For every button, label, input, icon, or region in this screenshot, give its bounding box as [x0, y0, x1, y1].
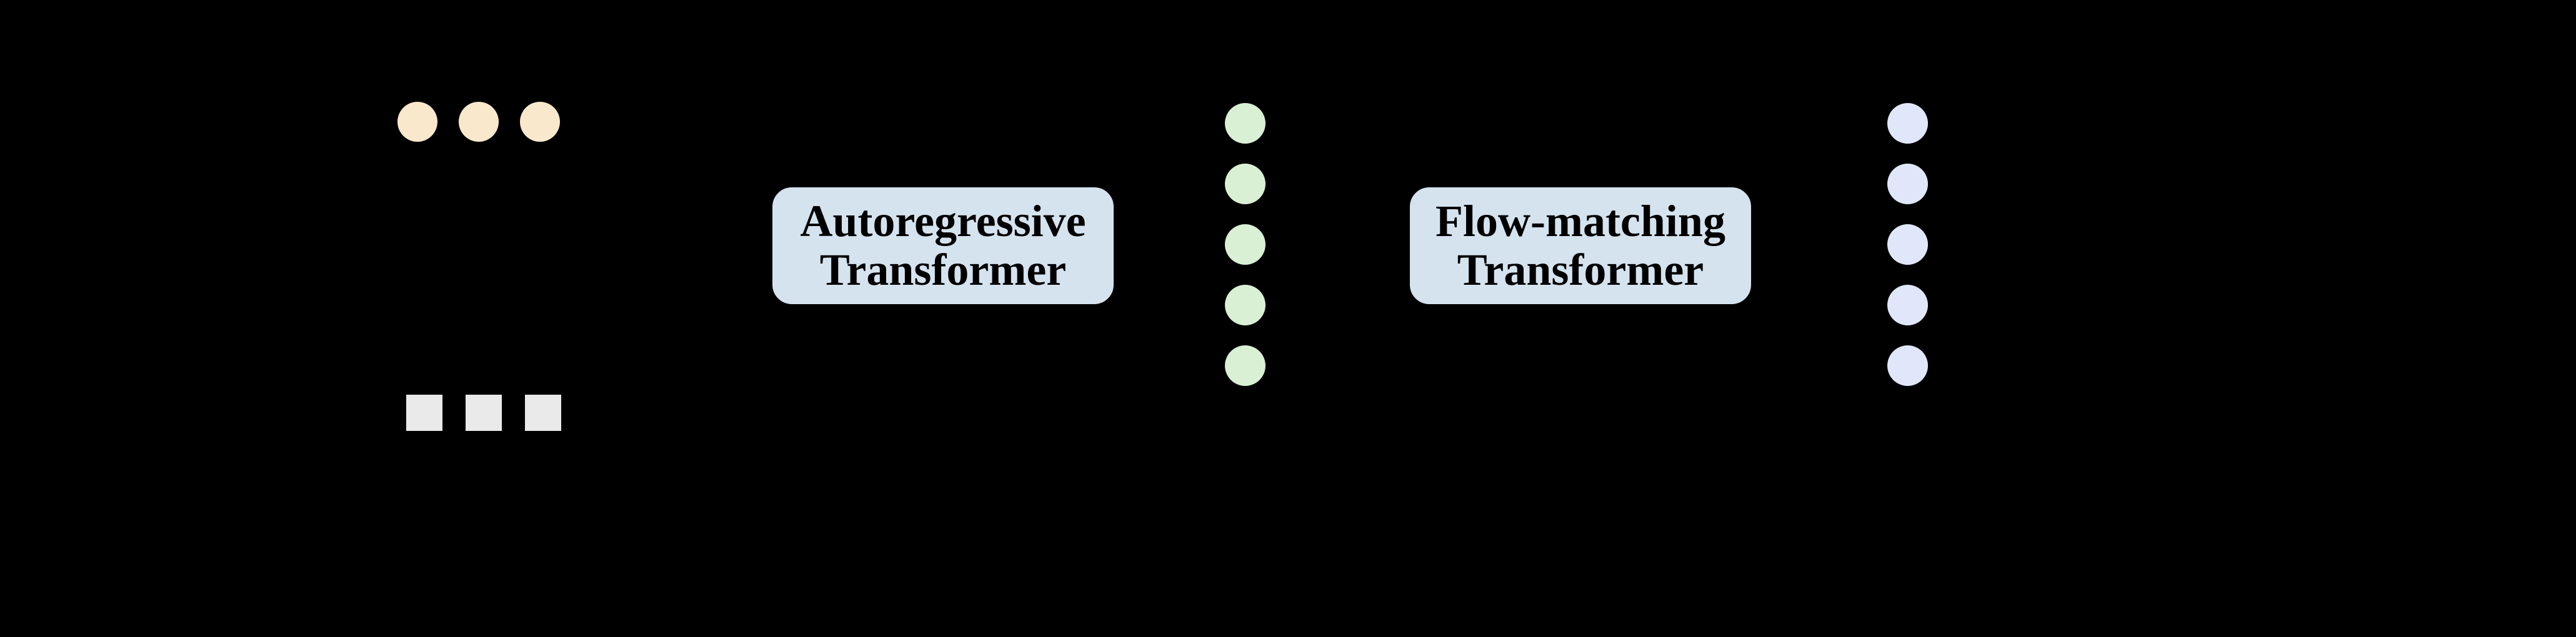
green-token-circle	[1225, 345, 1266, 386]
green-token-circle	[1225, 164, 1266, 204]
gray-token-square	[466, 395, 502, 431]
gray-token-square	[525, 395, 561, 431]
autoregressive-transformer-label-line2: Transformer	[819, 244, 1067, 295]
green-token-circle	[1225, 103, 1266, 144]
cream-token-circle	[520, 102, 560, 142]
green-token-circle	[1225, 224, 1266, 265]
gray-token-square	[406, 395, 442, 431]
autoregressive-transformer-box: Autoregressive Transformer	[771, 185, 1116, 306]
flow-matching-transformer-label-line1: Flow-matching	[1435, 195, 1725, 246]
lavender-token-circle	[1887, 164, 1928, 204]
lavender-token-column	[1887, 103, 1928, 386]
flow-matching-transformer-box: Flow-matching Transformer	[1408, 185, 1753, 306]
cream-token-circle	[397, 102, 437, 142]
flow-matching-transformer-label-line2: Transformer	[1457, 244, 1704, 295]
gray-token-row	[406, 395, 561, 431]
lavender-token-circle	[1887, 285, 1928, 325]
green-token-circle	[1225, 285, 1266, 325]
cream-token-circle	[459, 102, 499, 142]
lavender-token-circle	[1887, 224, 1928, 265]
lavender-token-circle	[1887, 103, 1928, 144]
lavender-token-circle	[1887, 345, 1928, 386]
autoregressive-transformer-label-line1: Autoregressive	[800, 195, 1086, 246]
green-token-column	[1225, 103, 1266, 386]
cream-token-row	[397, 102, 560, 142]
